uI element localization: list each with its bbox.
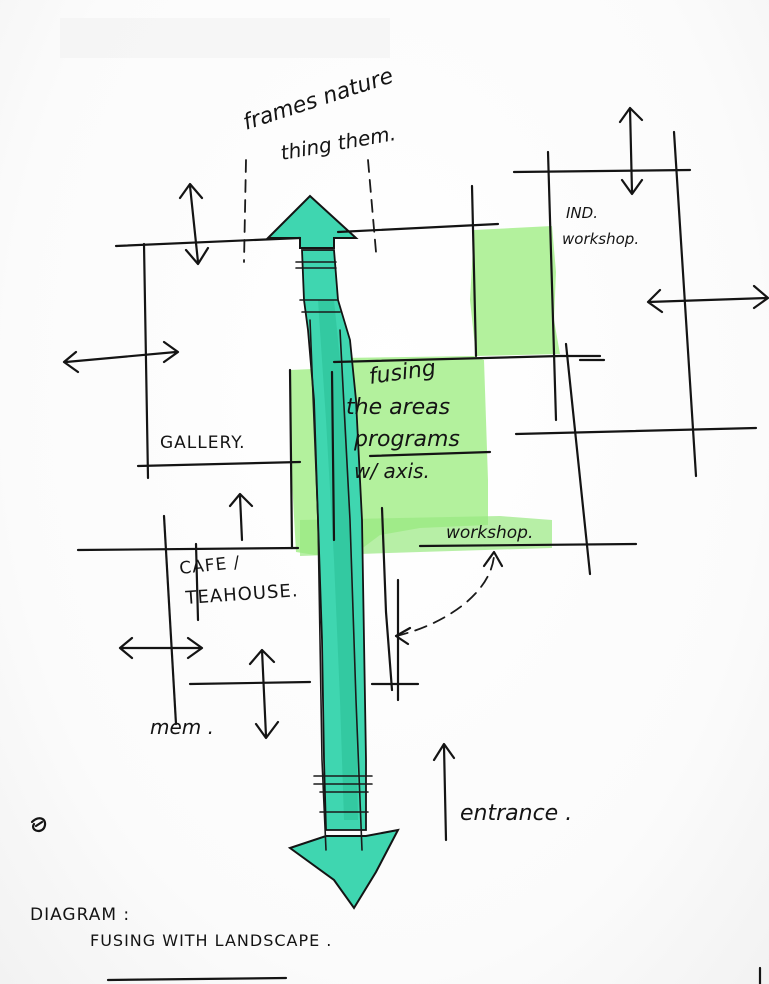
scribble-mark — [30, 817, 47, 833]
arrow-dashed-curve-head-top — [482, 550, 504, 568]
label-fusing-line4: w/ axis. — [354, 459, 430, 483]
label-fusing-line3: programs — [353, 427, 460, 452]
axis-arrow-head-top — [265, 194, 359, 249]
axis-shaft-shade — [318, 300, 358, 820]
frame-dashed-line-right — [367, 159, 377, 253]
label-ind-line2: workshop. — [562, 230, 639, 248]
ind-top-line — [512, 168, 692, 174]
lower-horizontal-line — [188, 680, 420, 686]
label-entrance: entrance . — [460, 801, 572, 826]
label-ind-line1: IND. — [566, 204, 598, 222]
central-right-vertical — [470, 184, 478, 358]
axis-centerline-b — [339, 329, 363, 851]
right-lower-vertical — [564, 342, 592, 576]
central-left-vertical — [288, 368, 294, 550]
movement-arrows — [62, 106, 769, 842]
arrow-vertical-top-right — [618, 106, 644, 196]
ind-left-vertical — [546, 150, 558, 422]
arrow-vertical-mid-left — [228, 492, 254, 542]
label-mem: mem . — [150, 715, 214, 739]
workshop-bottom-line — [76, 542, 638, 552]
label-cafe-line2: TEAHOUSE. — [184, 580, 299, 609]
right-mid-horizontal — [514, 426, 758, 436]
cafe-inner-vertical — [194, 542, 200, 622]
highlight-ind-workshop-zone — [470, 226, 560, 356]
inner-vertical-1 — [330, 370, 336, 542]
arrow-vertical-lower — [248, 648, 280, 740]
mid-horizontal-line — [332, 354, 602, 364]
arrow-dashed-curve-head-left — [394, 626, 412, 646]
arrow-entrance — [432, 742, 456, 842]
label-frames-nature-line2: thing them. — [279, 121, 398, 165]
arrow-dashed-curve — [395, 555, 495, 637]
lower-right-vertical — [380, 506, 394, 692]
label-diagram-line2: FUSING WITH LANDSCAPE . — [90, 931, 332, 950]
label-workshop: workshop. — [446, 523, 533, 543]
frame-dashed-line-left — [243, 159, 247, 263]
ind-right-vertical — [672, 130, 698, 478]
label-fusing-line2: the areas — [346, 395, 450, 420]
arrow-horizontal-right — [646, 284, 769, 314]
label-diagram-line1: DIAGRAM : — [30, 905, 130, 925]
arrow-vertical-top-left — [178, 182, 210, 266]
paper-smudge — [60, 18, 390, 58]
axis-arrow-head-bottom — [287, 828, 400, 910]
axis-ring-1 — [295, 261, 337, 269]
label-cafe-line1: CAFE / — [178, 553, 241, 579]
gallery-left-vertical — [142, 242, 150, 480]
bottom-edge-line — [106, 976, 288, 982]
axis-centerline-a — [309, 319, 327, 851]
gallery-bottom-line — [136, 450, 492, 468]
top-horizontal-line — [114, 222, 500, 248]
boundary-lines — [76, 130, 758, 726]
arrow-horizontal-lower-left — [118, 636, 204, 660]
label-gallery: GALLERY. — [160, 433, 246, 453]
axis-ring-2 — [299, 299, 341, 313]
arrow-horizontal-left — [62, 340, 180, 374]
cafe-left-vertical — [162, 514, 178, 726]
